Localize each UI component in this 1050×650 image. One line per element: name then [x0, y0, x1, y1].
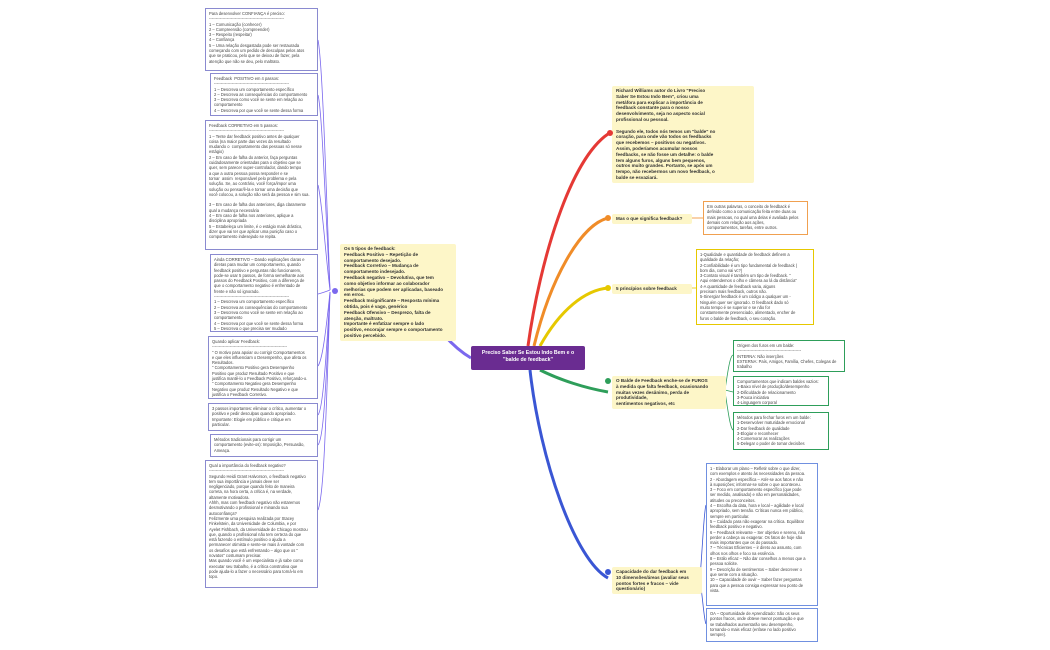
connector-left-5	[317, 291, 331, 367]
note-capacidade-lista[interactable]: 1 - Elaborar um plano – Refletir sobre o…	[706, 463, 818, 606]
connector-principios	[538, 286, 609, 347]
branch-balde[interactable]: O Balde de Feedback enche-se de FUROS à …	[612, 376, 726, 409]
note-balde-metodos[interactable]: Métodos para fechar furos em um balde: 1…	[733, 412, 829, 450]
note-importancia-negativo[interactable]: Qual a importância do feedback negativo?…	[205, 460, 318, 588]
note-metodos-tradicionais[interactable]: Métodos tradicionais para corrigir um co…	[210, 434, 318, 457]
note-quando-aplicar[interactable]: Quando aplicar Feedback: ---------------…	[208, 336, 318, 399]
connector-balde-comportamentos	[724, 389, 734, 393]
connector-left-6	[317, 291, 331, 416]
branch-principios[interactable]: 5 princípios sobre feedback	[612, 284, 692, 294]
connector-intro	[526, 132, 609, 347]
central-topic[interactable]: Preciso Saber Se Estou Indo Bem e o "bal…	[471, 346, 585, 370]
note-ainda-corretivo[interactable]: Ainda CORRETIVO – Dando explicações clar…	[210, 254, 318, 332]
connector-significado	[532, 216, 609, 347]
branch-capacidade[interactable]: Capacidade do dar feedback em 10 dimensõ…	[612, 567, 702, 595]
branch-intro[interactable]: Richard Williams autor do Livro "Preciso…	[612, 86, 754, 183]
connector-capacidade	[528, 369, 609, 580]
branch-capacidade-marker	[605, 569, 611, 575]
note-capacidade-oa[interactable]: OA – Oportunidade de Aprendizado: São os…	[706, 608, 818, 642]
branch-tipos-marker	[332, 288, 338, 294]
note-3-passos[interactable]: 3 passos importantes: eliminar o crítico…	[208, 403, 318, 431]
note-principios[interactable]: 1-Qualidade e quantidade de feedback def…	[696, 249, 814, 325]
branch-intro-marker	[607, 130, 613, 136]
note-confianca[interactable]: Para desenvolver CONFIANÇA é preciso: --…	[205, 8, 318, 71]
branch-significado-marker	[605, 215, 611, 221]
connector-left-2	[317, 94, 331, 291]
connector-left-4	[317, 289, 331, 295]
connector-left-3	[317, 184, 331, 291]
branch-tipos[interactable]: Os 5 tipos de feedback: Feedback Positiv…	[340, 244, 456, 341]
connector-balde-metodos	[724, 391, 734, 431]
connector-balde-origem	[724, 354, 734, 391]
note-feedback-corretivo[interactable]: Feedback CORRETIVO em 5 passos: --------…	[205, 120, 318, 250]
note-balde-comportamentos[interactable]: Comportamentos que indicam baldes vazios…	[733, 376, 829, 406]
note-feedback-positivo[interactable]: Feedback POSITIVO em 4 passos: ---------…	[210, 73, 318, 116]
branch-balde-marker	[605, 378, 611, 384]
note-balde-origem[interactable]: Origem dos furos em um balde: ----------…	[733, 340, 845, 372]
note-significado[interactable]: Em outras palavras, o conceito de feedba…	[703, 201, 808, 235]
connector-balde	[539, 368, 609, 394]
branch-principios-marker	[605, 285, 611, 291]
connector-left-7	[317, 291, 331, 446]
branch-significado[interactable]: Mas o que significa feedback?	[612, 214, 692, 224]
connector-left-1	[317, 39, 331, 291]
connector-left-8	[317, 291, 331, 511]
